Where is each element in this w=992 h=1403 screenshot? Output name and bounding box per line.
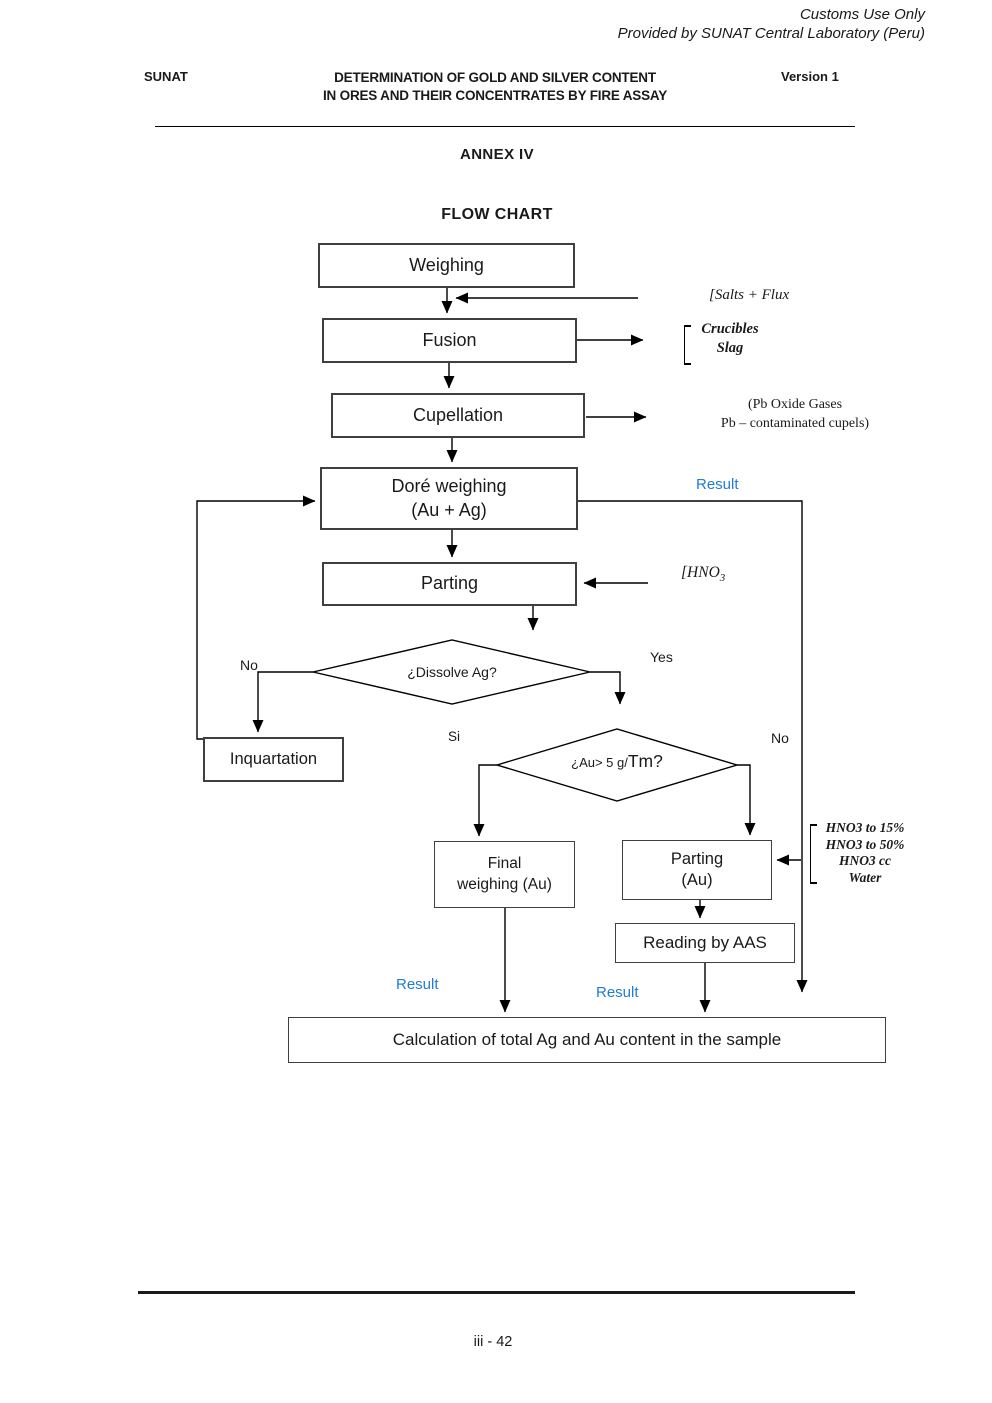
node-weighing-label: Weighing — [409, 254, 484, 275]
node-dore-weighing-line2: (Au + Ag) — [411, 499, 487, 520]
decision-au-grade-part1: ¿Au> 5 g/ — [571, 755, 628, 770]
reagent-2: HNO3 to 50% — [825, 836, 905, 852]
document-title-line1: DETERMINATION OF GOLD AND SILVER CONTENT — [334, 70, 656, 85]
node-parting-au-line1: Parting — [670, 849, 724, 868]
page-number: iii - 42 — [473, 1334, 513, 1350]
branch-label-si-au: Si — [448, 729, 461, 744]
provided-by-note: Provided by SUNAT Central Laboratory (Pe… — [617, 25, 925, 42]
annotation-pb-line2: Pb – contaminated cupels) — [720, 416, 870, 431]
result-label-dore: Result — [696, 476, 739, 493]
node-cupellation: Cupellation — [331, 393, 585, 438]
annotation-hno3: [HNO3 — [681, 564, 725, 584]
annotation-slag: Slag — [716, 340, 744, 356]
annotation-reagents: HNO3 to 15% HNO3 to 50% HNO3 cc Water — [817, 820, 913, 886]
node-fusion: Fusion — [322, 318, 577, 363]
line-inquartation-feedback — [196, 495, 316, 740]
node-inquartation-label: Inquartation — [229, 749, 318, 768]
annotation-pb-gases: (Pb Oxide Gases Pb – contaminated cupels… — [700, 395, 890, 433]
node-calculation-label: Calculation of total Ag and Au content i… — [392, 1029, 782, 1049]
branch-label-no-au: No — [771, 730, 789, 746]
document-title: DETERMINATION OF GOLD AND SILVER CONTENT… — [255, 69, 735, 105]
node-dore-weighing-line1: Doré weighing — [391, 476, 507, 497]
version-label: Version 1 — [781, 69, 839, 84]
node-parting-label: Parting — [420, 573, 479, 594]
org-name: SUNAT — [144, 69, 188, 84]
customs-use-only-note: Customs Use Only — [799, 6, 925, 23]
branch-label-no-dissolve: No — [240, 657, 258, 673]
node-calculation: Calculation of total Ag and Au content i… — [288, 1017, 886, 1063]
annotation-hno3-sub: 3 — [719, 572, 726, 585]
node-parting-au-line2: (Au) — [681, 871, 713, 889]
node-reading-aas: Reading by AAS — [615, 923, 795, 963]
node-parting-au: Parting (Au) — [622, 840, 772, 900]
branch-label-yes-dissolve: Yes — [650, 649, 673, 665]
decision-au-grade-part2: Tm? — [627, 751, 663, 771]
document-title-line2: IN ORES AND THEIR CONCENTRATES BY FIRE A… — [323, 88, 667, 103]
crucibles-bracket — [684, 325, 691, 365]
reagents-bracket — [810, 824, 817, 884]
annex-title: ANNEX IV — [459, 146, 535, 163]
branch-si-final-weighing — [473, 764, 497, 837]
annotation-pb-line1: (Pb Oxide Gases — [747, 397, 843, 412]
node-weighing: Weighing — [318, 243, 575, 288]
annotation-crucibles-slag: Crucibles Slag — [691, 320, 769, 358]
branch-yes-au-grade — [590, 671, 626, 705]
flow-chart-title: FLOW CHART — [441, 206, 553, 223]
node-inquartation: Inquartation — [203, 737, 344, 782]
annotation-salts-flux: [Salts + Flux — [709, 287, 790, 303]
result-label-final: Result — [396, 976, 439, 993]
branch-no-inquartation — [252, 671, 313, 733]
node-fusion-label: Fusion — [422, 329, 477, 350]
reagent-1: HNO3 to 15% — [825, 820, 905, 835]
node-final-weighing: Final weighing (Au) — [434, 841, 575, 908]
node-dore-weighing: Doré weighing (Au + Ag) — [320, 467, 578, 530]
branch-no-parting-au — [737, 764, 756, 836]
reagent-3: HNO3 cc — [838, 853, 892, 868]
annotation-crucibles: Crucibles — [701, 321, 759, 337]
reagent-4: Water — [848, 869, 882, 885]
node-parting: Parting — [322, 562, 577, 606]
annotation-hno3-main: [HNO — [681, 564, 720, 581]
result-label-aas: Result — [596, 984, 639, 1001]
line-dore-result — [578, 500, 808, 993]
node-cupellation-label: Cupellation — [412, 404, 504, 425]
footer-divider — [138, 1291, 855, 1294]
node-reading-aas-label: Reading by AAS — [643, 932, 767, 952]
node-final-weighing-line1: Final — [487, 855, 522, 873]
decision-au-grade-label: ¿Au> 5 g/Tm? — [537, 751, 697, 772]
header-divider — [155, 126, 855, 127]
decision-dissolve-ag-label: ¿Dissolve Ag? — [407, 664, 497, 680]
node-final-weighing-line2: weighing (Au) — [457, 875, 552, 893]
